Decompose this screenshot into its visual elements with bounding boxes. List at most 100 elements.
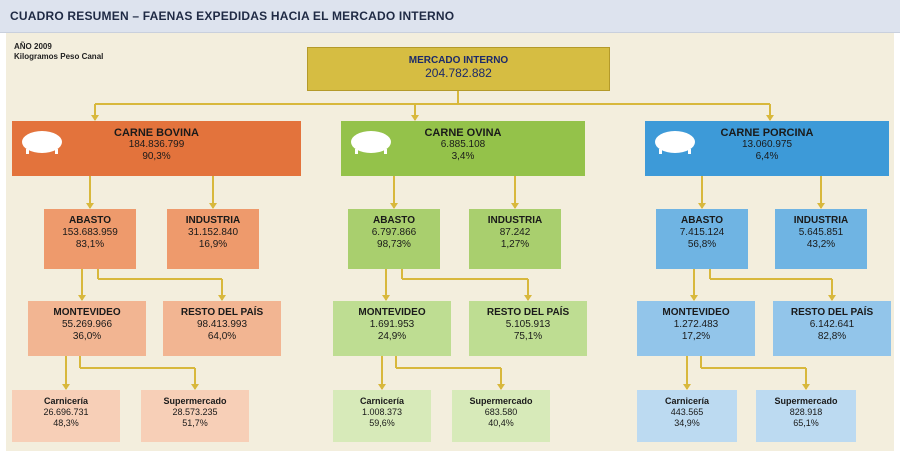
abasto-node-bovina-value: 153.683.959 bbox=[62, 227, 118, 238]
resto-node-porcina-percent: 82,8% bbox=[817, 331, 847, 342]
abasto-node-porcina-value: 7.415.124 bbox=[679, 227, 725, 238]
montevideo-node-bovina-value: 55.269.966 bbox=[61, 319, 113, 330]
industria-node-porcina-percent: 43,2% bbox=[806, 239, 836, 250]
carniceria-node-porcina-value: 443.565 bbox=[670, 407, 704, 417]
species-node-porcina-value: 13.060.975 bbox=[741, 139, 793, 150]
montevideo-node-ovina-value: 1.691.953 bbox=[369, 319, 415, 330]
species-node-bovina-percent: 90,3% bbox=[142, 151, 171, 162]
species-node-ovina-title: CARNE OVINA bbox=[424, 127, 502, 139]
page-title: CUADRO RESUMEN – FAENAS EXPEDIDAS HACIA … bbox=[10, 9, 455, 23]
montevideo-node-ovina-percent: 24,9% bbox=[377, 331, 407, 342]
root-value: 204.782.882 bbox=[425, 66, 492, 80]
abasto-node-porcina-title: ABASTO bbox=[680, 215, 724, 226]
connector-arrow bbox=[411, 115, 419, 121]
connector-arrow bbox=[511, 203, 519, 209]
connector-arrow bbox=[218, 295, 226, 301]
species-node-bovina-title: CARNE BOVINA bbox=[114, 127, 199, 139]
abasto-node-ovina-value: 6.797.866 bbox=[371, 227, 417, 238]
sheep-icon bbox=[351, 131, 391, 154]
supermercado-node-ovina-title: Supermercado bbox=[469, 396, 533, 406]
montevideo-node-ovina-title: MONTEVIDEO bbox=[358, 307, 426, 318]
supermercado-node-porcina-title: Supermercado bbox=[774, 396, 838, 406]
supermercado-node-bovina-value: 28.573.235 bbox=[172, 407, 218, 417]
montevideo-node-porcina-title: MONTEVIDEO bbox=[662, 307, 730, 318]
root-title: MERCADO INTERNO bbox=[408, 55, 509, 66]
montevideo-node-bovina-percent: 36,0% bbox=[72, 331, 102, 342]
montevideo-node-porcina-percent: 17,2% bbox=[681, 331, 711, 342]
connector-arrow bbox=[78, 295, 86, 301]
resto-node-bovina-value: 98.413.993 bbox=[196, 319, 248, 330]
supermercado-node-bovina-title: Supermercado bbox=[163, 396, 227, 406]
carniceria-node-ovina-value: 1.008.373 bbox=[361, 407, 403, 417]
pig-icon bbox=[655, 131, 695, 154]
carniceria-node-bovina-percent: 48,3% bbox=[53, 418, 79, 428]
root-node: MERCADO INTERNO 204.782.882 bbox=[307, 47, 610, 91]
species-node-ovina-value: 6.885.108 bbox=[440, 139, 486, 150]
info-legend: AÑO 2009 Kilogramos Peso Canal bbox=[14, 42, 103, 62]
supermercado-node-ovina-percent: 40,4% bbox=[488, 418, 514, 428]
species-node-porcina-title: CARNE PORCINA bbox=[720, 127, 814, 139]
supermercado-node-porcina-percent: 65,1% bbox=[793, 418, 819, 428]
carniceria-node-ovina-percent: 59,6% bbox=[369, 418, 395, 428]
carniceria-node-porcina-title: Carnicería bbox=[664, 396, 710, 406]
supermercado-node-bovina-percent: 51,7% bbox=[182, 418, 208, 428]
carniceria-node-bovina-value: 26.696.731 bbox=[43, 407, 89, 417]
abasto-node-porcina-percent: 56,8% bbox=[687, 239, 717, 250]
connector-arrow bbox=[209, 203, 217, 209]
connector-arrow bbox=[382, 295, 390, 301]
year-label: AÑO 2009 bbox=[14, 42, 52, 51]
connector-arrow bbox=[390, 203, 398, 209]
carniceria-node-ovina-title: Carnicería bbox=[359, 396, 405, 406]
industria-node-porcina-value: 5.645.851 bbox=[798, 227, 844, 238]
industria-node-ovina-percent: 1,27% bbox=[500, 239, 530, 250]
connector-arrow bbox=[86, 203, 94, 209]
cow-icon bbox=[22, 131, 62, 154]
resto-node-porcina-value: 6.142.641 bbox=[809, 319, 855, 330]
industria-node-bovina-percent: 16,9% bbox=[198, 239, 228, 250]
connector-arrow bbox=[191, 384, 199, 390]
abasto-node-bovina-percent: 83,1% bbox=[75, 239, 105, 250]
resto-node-bovina-title: RESTO DEL PAÍS bbox=[180, 307, 264, 318]
connector-arrow bbox=[766, 115, 774, 121]
industria-node-ovina-value: 87.242 bbox=[499, 227, 531, 238]
resto-node-ovina-value: 5.105.913 bbox=[505, 319, 551, 330]
connector-arrow bbox=[698, 203, 706, 209]
resto-node-ovina-percent: 75,1% bbox=[513, 331, 543, 342]
species-node-ovina-percent: 3,4% bbox=[451, 151, 475, 162]
connector-arrow bbox=[497, 384, 505, 390]
species-node-porcina-percent: 6,4% bbox=[755, 151, 779, 162]
industria-node-porcina-title: INDUSTRIA bbox=[793, 215, 849, 226]
abasto-node-ovina-percent: 98,73% bbox=[377, 239, 411, 250]
connector-arrow bbox=[683, 384, 691, 390]
industria-node-bovina-title: INDUSTRIA bbox=[185, 215, 241, 226]
industria-node-ovina-title: INDUSTRIA bbox=[487, 215, 543, 226]
unit-label: Kilogramos Peso Canal bbox=[14, 52, 104, 61]
montevideo-node-porcina-value: 1.272.483 bbox=[673, 319, 719, 330]
connector-arrow bbox=[524, 295, 532, 301]
carniceria-node-bovina-title: Carnicería bbox=[43, 396, 89, 406]
supermercado-node-porcina-value: 828.918 bbox=[789, 407, 823, 417]
abasto-node-bovina-title: ABASTO bbox=[68, 215, 112, 226]
connector-arrow bbox=[828, 295, 836, 301]
connector-arrow bbox=[378, 384, 386, 390]
resto-node-bovina-percent: 64,0% bbox=[207, 331, 237, 342]
connector-arrow bbox=[91, 115, 99, 121]
connector-arrow bbox=[802, 384, 810, 390]
